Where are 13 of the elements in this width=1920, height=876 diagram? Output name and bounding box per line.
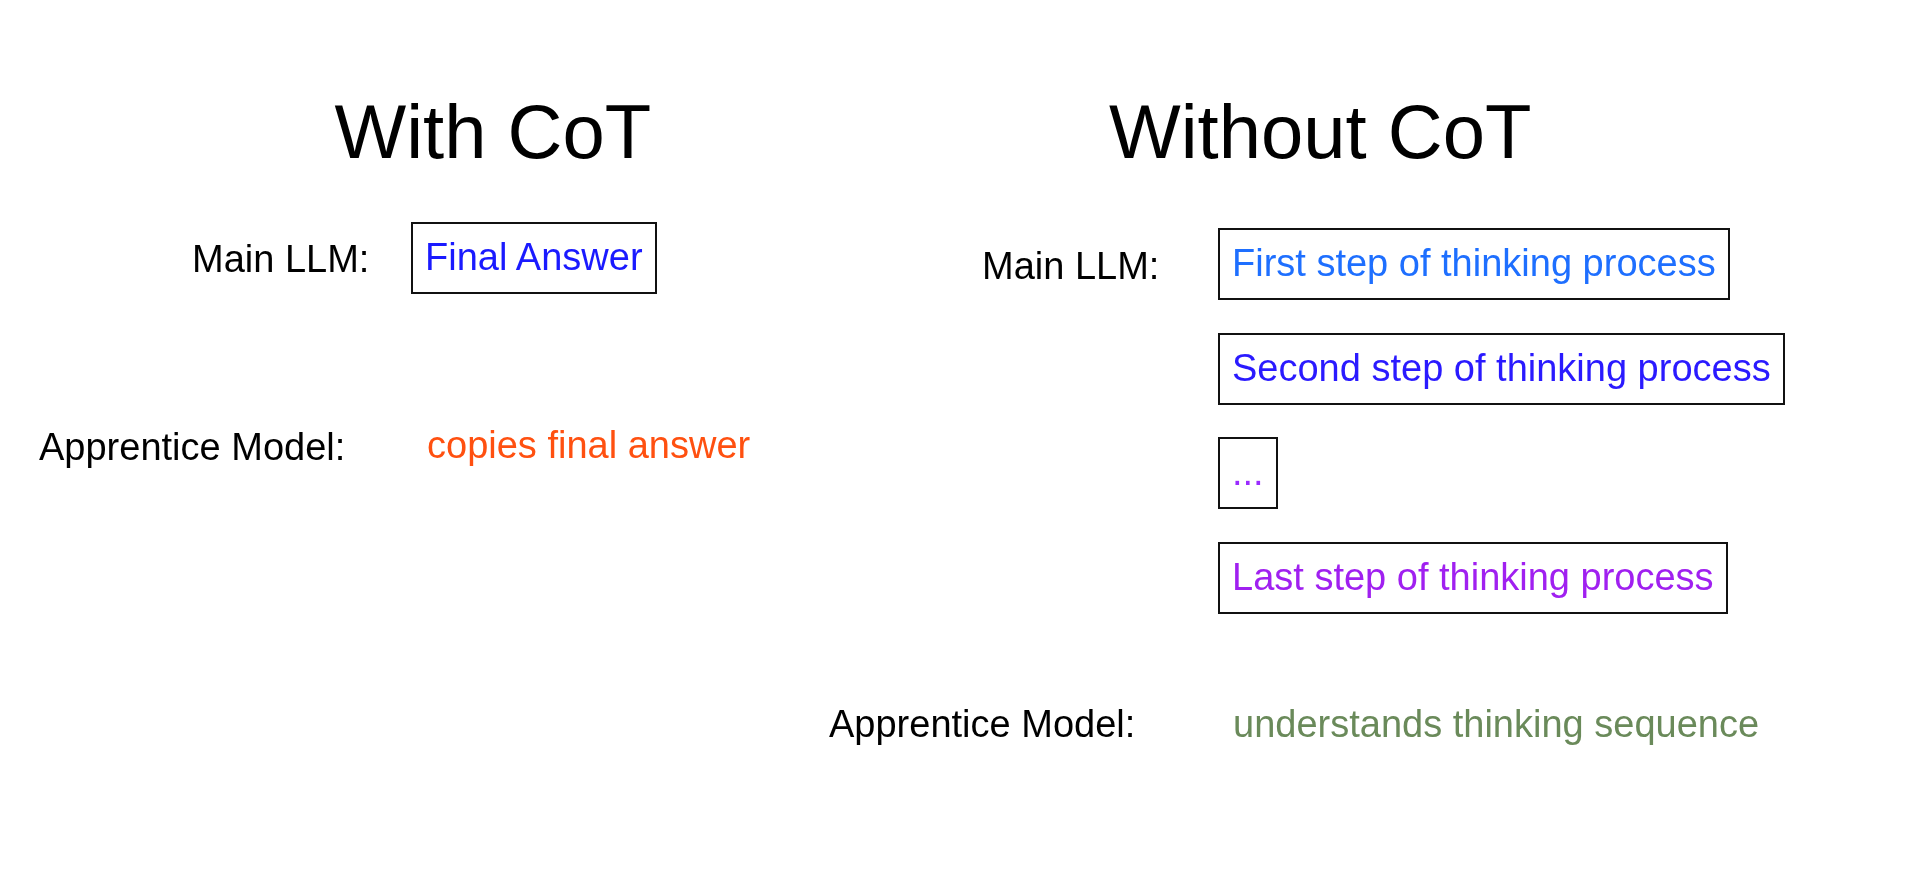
- step-box: ...: [1218, 437, 1278, 509]
- row-label: Apprentice Model:: [39, 426, 346, 470]
- step-box: Last step of thinking process: [1218, 542, 1728, 614]
- row-label: Apprentice Model:: [829, 703, 1136, 747]
- heading: Without CoT: [1109, 88, 1532, 176]
- result-text: copies final answer: [427, 424, 751, 468]
- answer-box: Final Answer: [411, 222, 657, 294]
- row-label: Main LLM:: [982, 245, 1160, 289]
- result-text: understands thinking sequence: [1233, 703, 1760, 747]
- heading: With CoT: [334, 88, 652, 176]
- step-box: Second step of thinking process: [1218, 333, 1785, 405]
- row-label: Main LLM:: [192, 238, 370, 282]
- step-box: First step of thinking process: [1218, 228, 1730, 300]
